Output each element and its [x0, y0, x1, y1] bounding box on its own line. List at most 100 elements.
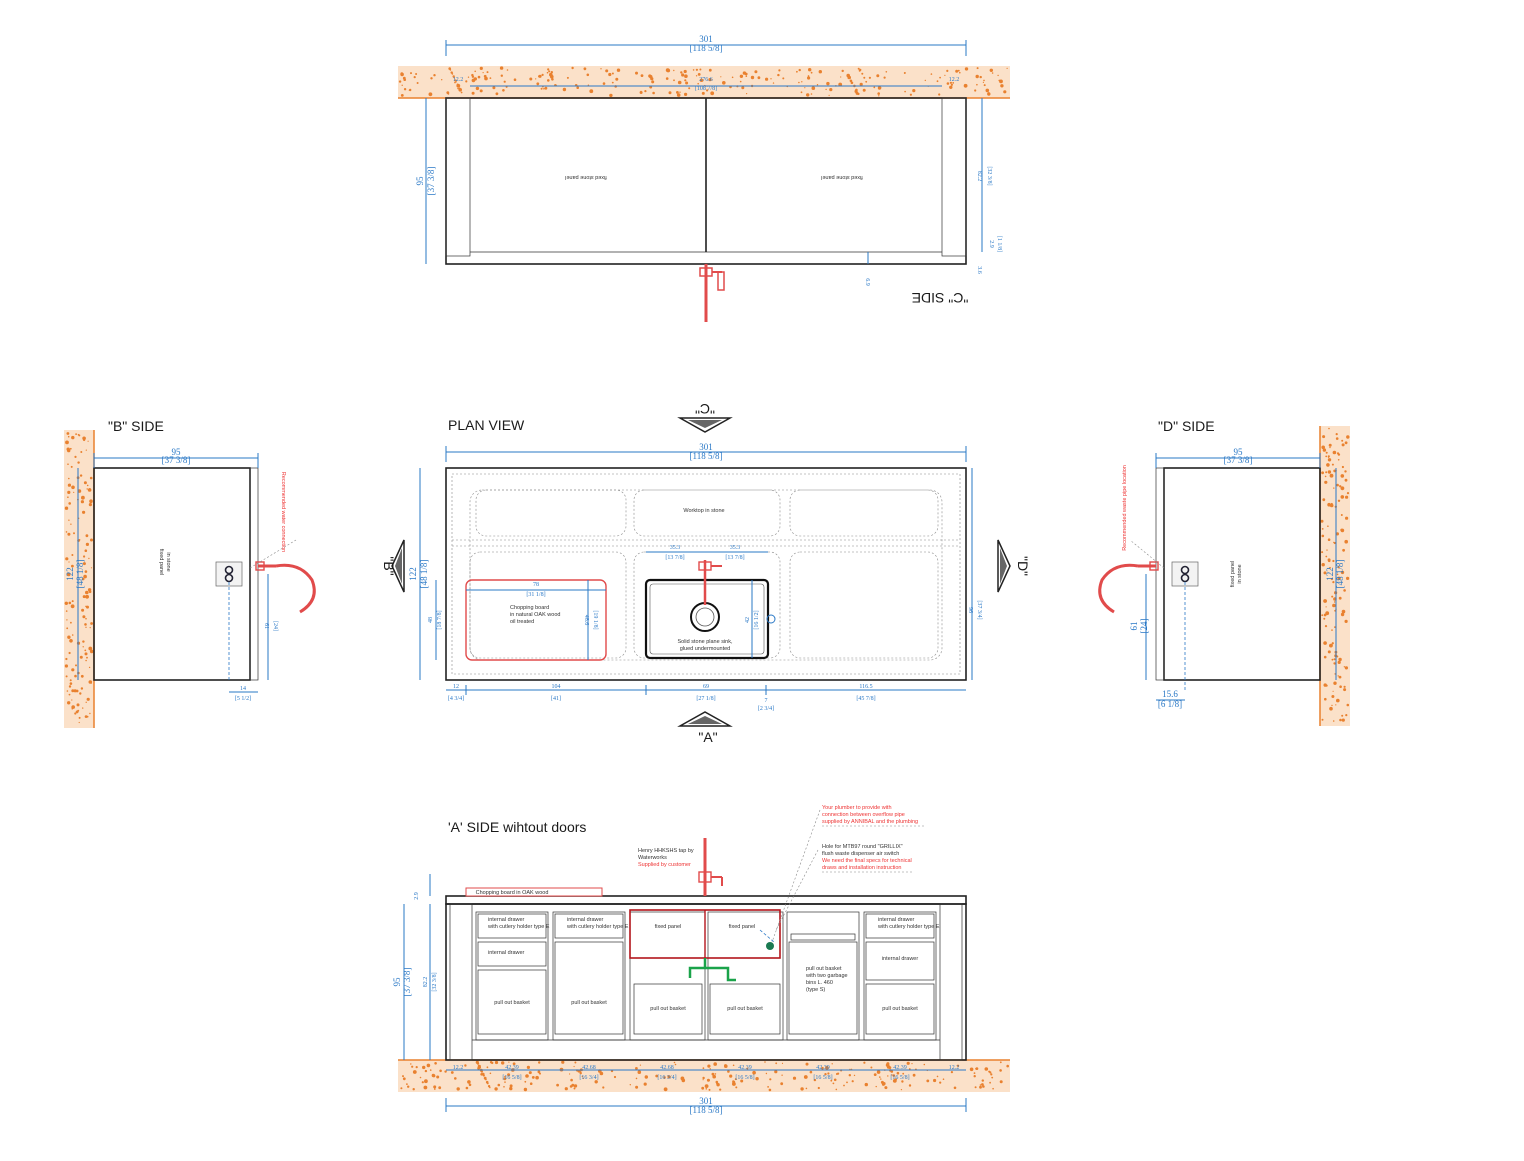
- wall-texture-dot: [1340, 514, 1343, 516]
- wall-texture-dot: [851, 1080, 854, 1083]
- wall-texture-dot: [832, 1082, 835, 1085]
- wall-texture-dot: [412, 1070, 417, 1074]
- wall-texture-dot: [813, 1078, 817, 1082]
- wall-texture-dot: [714, 1073, 717, 1075]
- wall-texture-dot: [989, 1081, 991, 1084]
- svg-text:42.39: 42.39: [816, 1065, 830, 1071]
- wall-texture-dot: [1321, 551, 1324, 554]
- wall-texture-dot: [85, 626, 87, 628]
- plan-dim-right: 96: [967, 607, 973, 613]
- wall-texture-dot: [992, 1087, 994, 1090]
- c-left-end-panel: [445, 97, 471, 257]
- d-dim-tap: 61: [1129, 622, 1139, 631]
- wall-texture-dot: [702, 1076, 705, 1080]
- wall-texture-dot: [441, 79, 443, 81]
- wall-texture-dot: [807, 75, 810, 77]
- wall-texture-dot: [885, 71, 888, 73]
- wall-texture-dot: [528, 1071, 532, 1075]
- wall-texture-dot: [827, 1072, 830, 1075]
- wall-texture-dot: [400, 1087, 403, 1090]
- wall-texture-dot: [805, 1087, 808, 1090]
- wall-texture-dot: [792, 1076, 797, 1080]
- svg-text:[16 3/4]: [16 3/4]: [657, 1075, 676, 1081]
- wall-texture-dot: [741, 86, 745, 90]
- svg-text:[13 7/8]: [13 7/8]: [725, 555, 744, 561]
- wall-texture-dot: [456, 1087, 460, 1091]
- wall-texture-dot: [1339, 718, 1342, 722]
- wall-texture-dot: [1331, 642, 1334, 645]
- c-side-elevation: fixed stone panel fixed stone panel 301 …: [398, 34, 1010, 322]
- wall-texture-dot: [1321, 445, 1325, 450]
- wall-texture-dot: [416, 82, 419, 84]
- c-dim-right-h: 82.2: [976, 171, 982, 182]
- wall-texture-dot: [602, 82, 606, 85]
- wall-texture-dot: [497, 1083, 501, 1087]
- wall-texture-dot: [88, 488, 91, 490]
- wall-texture-dot: [1337, 675, 1339, 677]
- wall-texture-dot: [503, 80, 506, 83]
- svg-text:with cutlery holder type E: with cutlery holder type E: [877, 924, 940, 930]
- wall-texture-dot: [930, 73, 933, 75]
- wall-texture-dot: [494, 1060, 499, 1065]
- wall-texture-dot: [1326, 463, 1330, 467]
- wall-texture-dot: [433, 74, 436, 77]
- wall-texture-dot: [69, 483, 71, 486]
- wall-texture-dot: [912, 1073, 916, 1077]
- wall-texture-dot: [1344, 441, 1348, 445]
- wall-texture-dot: [673, 69, 675, 72]
- wall-texture-dot: [80, 451, 83, 453]
- wall-texture-dot: [635, 1077, 638, 1080]
- wall-texture-dot: [89, 499, 93, 504]
- wall-texture-dot: [781, 1074, 783, 1076]
- svg-text:[2 3/4]: [2 3/4]: [758, 706, 774, 712]
- wall-texture-dot: [764, 1061, 766, 1063]
- wall-texture-dot: [66, 627, 69, 630]
- wall-texture-dot: [68, 519, 70, 521]
- wall-texture-dot: [826, 81, 830, 86]
- svg-text:(type S): (type S): [806, 987, 825, 993]
- wall-texture-dot: [1333, 487, 1335, 489]
- wall-texture-dot: [746, 1067, 749, 1070]
- wall-texture-dot: [1346, 576, 1350, 581]
- wall-texture-dot: [85, 590, 89, 595]
- wall-texture-dot: [537, 1070, 541, 1074]
- wall-texture-dot: [772, 82, 775, 84]
- wall-texture-dot: [90, 567, 93, 569]
- wall-texture-dot: [806, 93, 810, 97]
- wall-texture-dot: [582, 1077, 584, 1080]
- wall-texture-dot: [89, 627, 91, 629]
- wall-texture-dot: [912, 89, 916, 93]
- wall-texture-dot: [878, 95, 880, 97]
- c-right-end-panel: [941, 97, 967, 257]
- wall-texture-dot: [775, 1062, 778, 1065]
- wall-texture-dot: [415, 73, 418, 75]
- wall-texture-dot: [643, 1082, 647, 1086]
- wall-texture-dot: [526, 1065, 531, 1069]
- wall-texture-dot: [644, 1075, 648, 1079]
- wall-texture-dot: [586, 73, 590, 77]
- wall-texture-dot: [702, 1067, 705, 1070]
- a-dim-height: 95: [392, 977, 402, 987]
- wall-texture-dot: [769, 1078, 772, 1081]
- wall-texture-dot: [88, 590, 92, 594]
- wall-texture-dot: [798, 81, 800, 84]
- wall-texture-dot: [673, 1061, 676, 1064]
- wall-texture-dot: [857, 67, 860, 70]
- svg-text:internal drawer: internal drawer: [488, 917, 525, 923]
- d-tap-icon: [1098, 561, 1199, 614]
- wall-texture-dot: [1329, 566, 1331, 569]
- wall-texture-dot: [976, 67, 979, 70]
- wall-texture-dot: [80, 687, 84, 690]
- wall-texture-dot: [64, 664, 68, 668]
- wall-texture-dot: [1340, 612, 1345, 617]
- sink-outline: [644, 578, 770, 660]
- wall-texture-dot: [681, 73, 685, 77]
- b-dim-height: 122: [65, 567, 75, 581]
- wall-texture-dot: [1001, 85, 1003, 88]
- wall-texture-dot: [850, 81, 854, 85]
- wall-texture-dot: [71, 554, 74, 556]
- wall-texture-dot: [828, 94, 830, 96]
- wall-texture-dot: [67, 532, 71, 536]
- wall-texture-dot: [75, 433, 77, 435]
- svg-text:with cutlery holder type E: with cutlery holder type E: [487, 924, 550, 930]
